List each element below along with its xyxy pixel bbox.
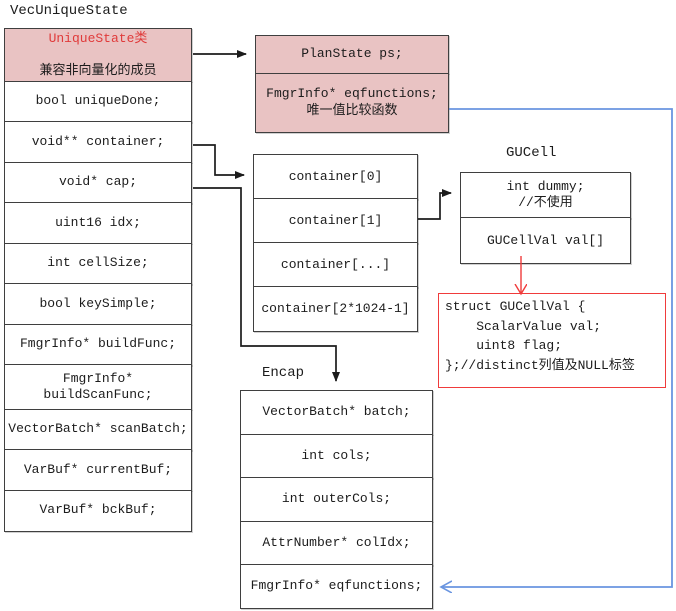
gucell-val-cell: GUCellVal val[] (460, 217, 631, 264)
encap-cols-cell: int cols; (240, 433, 433, 479)
encap-colidx-cell: AttrNumber* colIdx; (240, 520, 433, 566)
unique-state-header-line2: 兼容非向量化的成员 (39, 63, 157, 79)
plan-state-eqfunctions-cell: FmgrInfo* eqfunctions; 唯一值比较函数 (255, 72, 449, 133)
field-buildscanfunc: FmgrInfo* buildScanFunc; (4, 364, 192, 410)
field-uniquedone: bool uniqueDone; (4, 80, 192, 123)
field-cap: void* cap; (4, 161, 192, 204)
encap-batch-cell: VectorBatch* batch; (240, 390, 433, 435)
gucell-label: GUCell (506, 145, 557, 161)
plan-state-ps-cell: PlanState ps; (255, 35, 449, 74)
container-cell-0: container[0] (253, 154, 418, 200)
field-currentbuf: VarBuf* currentBuf; (4, 449, 192, 491)
container-cell-1: container[1] (253, 198, 418, 244)
arrow-container1-to-gucell (418, 189, 452, 220)
encap-box: VectorBatch* batch; int cols; int outerC… (240, 390, 433, 609)
gucell-dummy-cell: int dummy; //不使用 (460, 172, 631, 219)
gucellval-struct-box: struct GUCellVal { ScalarValue val; uint… (438, 293, 666, 388)
vec-unique-state-table: UniqueState类 兼容非向量化的成员 bool uniqueDone; … (4, 28, 192, 532)
encap-eqfunctions-cell: FmgrInfo* eqfunctions; (240, 564, 433, 609)
field-container: void** container; (4, 121, 192, 163)
field-scanbatch: VectorBatch* scanBatch; (4, 408, 192, 451)
encap-outercols-cell: int outerCols; (240, 477, 433, 522)
field-idx: uint16 idx; (4, 202, 192, 244)
container-array-box: container[0] container[1] container[...]… (253, 154, 418, 332)
plan-state-box: PlanState ps; FmgrInfo* eqfunctions; 唯一值… (255, 35, 449, 133)
arrow-container-field-to-array (193, 144, 245, 179)
encap-label: Encap (262, 365, 305, 381)
field-cellsize: int cellSize; (4, 242, 192, 285)
field-bckbuf: VarBuf* bckBuf; (4, 489, 192, 532)
gucell-box: int dummy; //不使用 GUCellVal val[] (460, 172, 631, 264)
field-buildfunc: FmgrInfo* buildFunc; (4, 323, 192, 366)
unique-state-header-cell: UniqueState类 兼容非向量化的成员 (4, 28, 192, 82)
diagram-title: VecUniqueState (10, 3, 128, 19)
field-keysimple: bool keySimple; (4, 283, 192, 325)
container-cell-last: container[2*1024-1] (253, 286, 418, 332)
unique-state-header-line1: UniqueState类 (48, 30, 148, 46)
container-cell-ellipsis: container[...] (253, 242, 418, 288)
